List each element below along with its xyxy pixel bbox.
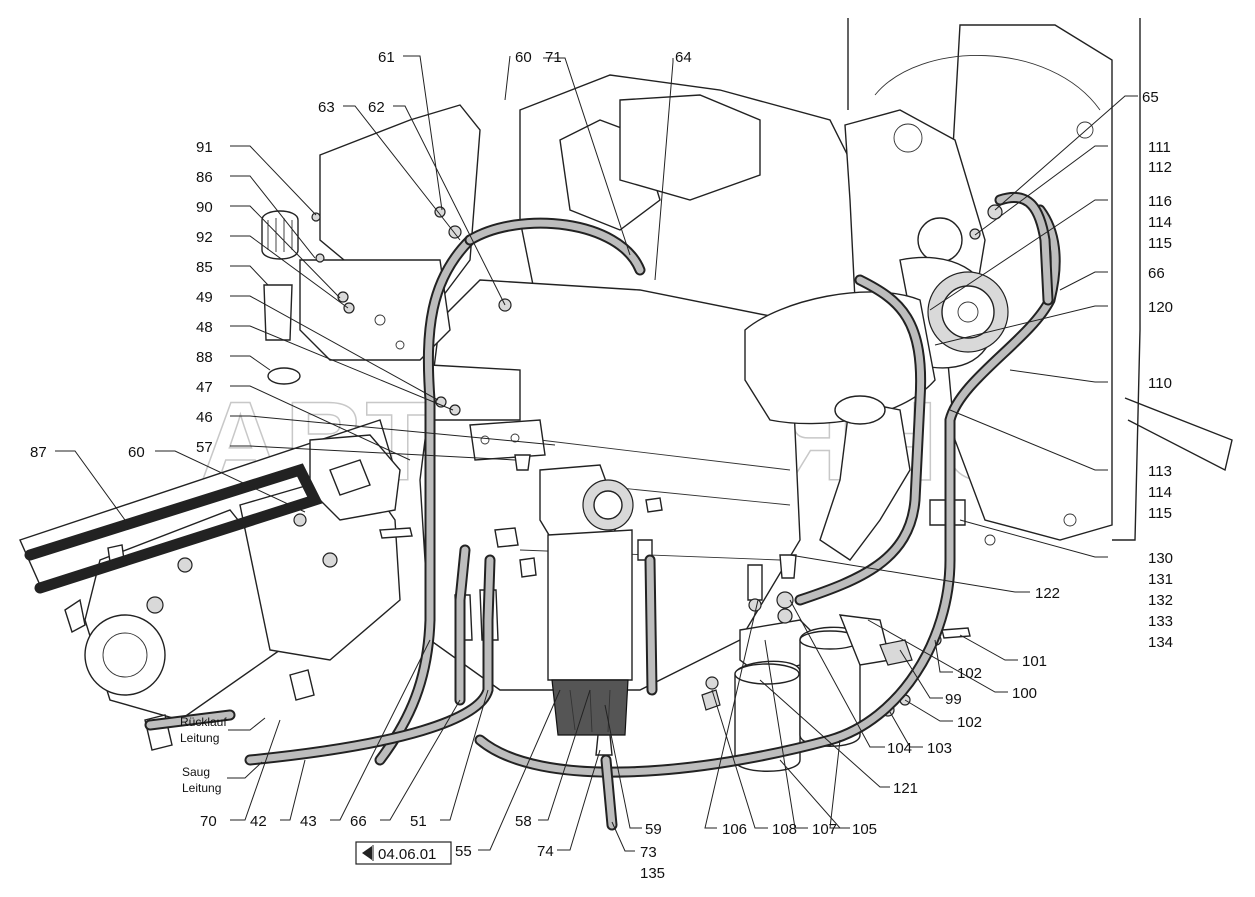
callout-92: 92 — [196, 229, 213, 246]
callout-114-mid: 114 — [1148, 484, 1172, 501]
suction-line-label-1: Saug — [182, 765, 210, 779]
callout-133: 133 — [1148, 613, 1173, 630]
callout-59: 59 — [645, 821, 662, 838]
return-line-label-1: Rücklauf — [180, 715, 227, 729]
callout-42: 42 — [250, 813, 267, 830]
callout-132: 132 — [1148, 592, 1173, 609]
callout-58: 58 — [515, 813, 532, 830]
callout-122: 122 — [1035, 585, 1060, 602]
callout-43: 43 — [300, 813, 317, 830]
callout-115-top: 115 — [1148, 235, 1172, 252]
arrow-left-icon — [362, 846, 372, 860]
callout-51: 51 — [410, 813, 427, 830]
callout-86: 86 — [196, 169, 213, 186]
callout-71: 71 — [545, 49, 562, 66]
callout-70: 70 — [200, 813, 217, 830]
callout-91: 91 — [196, 139, 213, 156]
callout-73: 73 — [640, 844, 657, 861]
page-reference-text: 04.06.01 — [378, 846, 436, 863]
leader-lines — [55, 55, 1138, 852]
callout-labels: 61 60 71 64 63 62 65 91 86 90 92 85 49 4… — [30, 49, 1173, 882]
callout-64: 64 — [675, 49, 692, 66]
callout-135: 135 — [640, 865, 665, 882]
callout-100: 100 — [1012, 685, 1037, 702]
page-reference[interactable]: 04.06.01 — [355, 841, 452, 865]
callout-88: 88 — [196, 349, 213, 366]
callout-112: 112 — [1148, 159, 1172, 176]
callout-48: 48 — [196, 319, 213, 336]
callout-116: 116 — [1148, 193, 1172, 210]
callout-121: 121 — [893, 780, 918, 797]
callout-134: 134 — [1148, 634, 1173, 651]
callout-105: 105 — [852, 821, 877, 838]
callout-74: 74 — [537, 843, 554, 860]
callout-130: 130 — [1148, 550, 1173, 567]
callout-113: 113 — [1148, 463, 1172, 480]
frame-lines — [847, 18, 1233, 541]
callout-46: 46 — [196, 409, 213, 426]
oil-filters — [701, 554, 913, 772]
callout-102-top: 102 — [957, 665, 982, 682]
callout-62: 62 — [368, 99, 385, 116]
callout-120: 120 — [1148, 299, 1173, 316]
callout-110: 110 — [1148, 375, 1172, 392]
callout-60-pump: 60 — [128, 444, 145, 461]
callout-90: 90 — [196, 199, 213, 216]
callout-55: 55 — [455, 843, 472, 860]
callout-65: 65 — [1142, 89, 1159, 106]
callout-131: 131 — [1148, 571, 1173, 588]
callout-49: 49 — [196, 289, 213, 306]
fuel-filter — [539, 464, 663, 756]
callout-60: 60 — [515, 49, 532, 66]
callout-61: 61 — [378, 49, 395, 66]
callout-111: 111 — [1148, 139, 1171, 156]
page-reference-box[interactable] — [355, 841, 452, 865]
callout-101: 101 — [1022, 653, 1047, 670]
callout-63: 63 — [318, 99, 335, 116]
callout-87: 87 — [30, 444, 47, 461]
callout-47: 47 — [196, 379, 213, 396]
suction-line-label-2: Leitung — [182, 781, 221, 795]
callout-103: 103 — [927, 740, 952, 757]
callout-66-bottom: 66 — [350, 813, 367, 830]
callout-102-bottom: 102 — [957, 714, 982, 731]
hose-labels: Rücklauf Leitung Saug Leitung — [180, 715, 227, 795]
callout-107: 107 — [812, 821, 837, 838]
callout-57: 57 — [196, 439, 213, 456]
callout-66-right: 66 — [1148, 265, 1165, 282]
callout-85: 85 — [196, 259, 213, 276]
callout-99: 99 — [945, 691, 962, 708]
callout-106: 106 — [722, 821, 747, 838]
hoses — [24, 191, 1061, 831]
callout-104: 104 — [887, 740, 912, 757]
callout-114-top: 114 — [1148, 214, 1172, 231]
return-line-label-2: Leitung — [180, 731, 219, 745]
callout-115-mid: 115 — [1148, 505, 1172, 522]
callout-108: 108 — [772, 821, 797, 838]
